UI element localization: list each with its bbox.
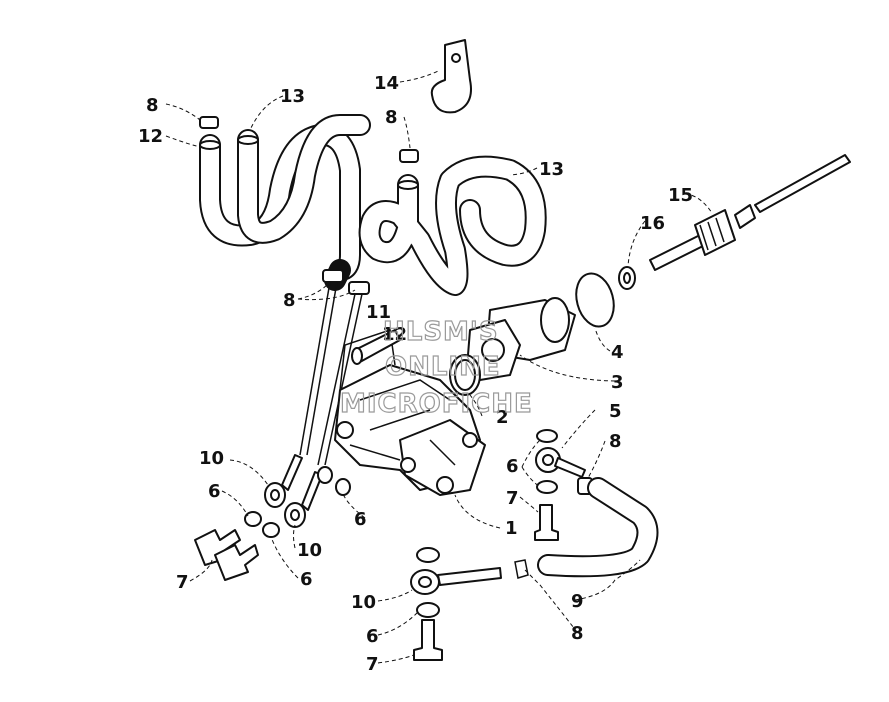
callout-8-top-left: 8 [146, 95, 159, 116]
callout-7-right: 7 [506, 488, 519, 509]
callout-13-right: 13 [539, 159, 564, 180]
callout-10-left: 10 [199, 448, 224, 469]
washers-6 [244, 429, 558, 618]
callout-10-lower: 10 [297, 540, 322, 561]
callout-6-left: 6 [208, 481, 221, 502]
callout-8-lines: 8 [283, 290, 296, 311]
watermark-line-1: HLSM'S [383, 317, 499, 347]
callout-1: 1 [505, 518, 518, 539]
callout-6-lower-left: 6 [300, 569, 313, 590]
callout-6-right: 6 [506, 456, 519, 477]
leader-lines [165, 69, 713, 664]
oil-pump-body [334, 329, 486, 496]
banjo-fitting-10-left [264, 454, 323, 528]
oil-hose-12-13-left [199, 114, 371, 281]
callout-13-left: 13 [280, 86, 305, 107]
hose-clamp-bottom [514, 559, 529, 579]
callout-3: 3 [611, 372, 624, 393]
drive-housing-3 [467, 297, 576, 381]
watermark: HLSM'S ONLINE MICROFICHE [339, 316, 533, 419]
callout-12-left: 12 [138, 126, 163, 147]
banjo-fitting-10-bottom [410, 567, 502, 595]
bolt-11 [351, 329, 401, 365]
oil-hose-13-right [324, 155, 547, 296]
banjo-fitting-5 [535, 447, 586, 478]
callout-5: 5 [609, 401, 622, 422]
callout-4: 4 [611, 342, 624, 363]
callout-8-top-mid: 8 [385, 107, 398, 128]
bracket-14 [430, 39, 472, 114]
oil-lines [299, 281, 363, 466]
o-ring-4 [575, 272, 615, 328]
callout-8-bottom: 8 [571, 623, 584, 644]
callout-10-bottom: 10 [351, 592, 376, 613]
callout-8-right: 8 [609, 431, 622, 452]
oil-hose-9 [537, 477, 659, 578]
callout-labels: 8 12 13 14 8 13 15 16 8 11 12 4 3 2 5 8 … [138, 73, 693, 675]
hose-clamps-lower [322, 269, 370, 295]
callout-9: 9 [571, 591, 584, 612]
callout-16: 16 [640, 213, 665, 234]
callout-7-left: 7 [176, 572, 189, 593]
callout-11: 11 [366, 302, 391, 323]
watermark-line-2: ONLINE [385, 352, 501, 382]
drive-cable-15 [649, 154, 851, 271]
callout-2: 2 [496, 407, 509, 428]
callout-6-mid: 6 [354, 509, 367, 530]
hose-clamp-top [199, 116, 219, 129]
bolts-7 [194, 504, 559, 661]
o-ring-2 [449, 354, 481, 396]
callout-12-pump: 12 [382, 324, 407, 345]
callout-14: 14 [374, 73, 399, 94]
watermark-line-3: MICROFICHE [340, 389, 533, 419]
hose-clamp-mid [399, 149, 419, 163]
washer-16 [618, 266, 636, 290]
callout-15: 15 [668, 185, 693, 206]
callout-6-bottom: 6 [366, 626, 379, 647]
callout-7-bottom: 7 [366, 654, 379, 675]
